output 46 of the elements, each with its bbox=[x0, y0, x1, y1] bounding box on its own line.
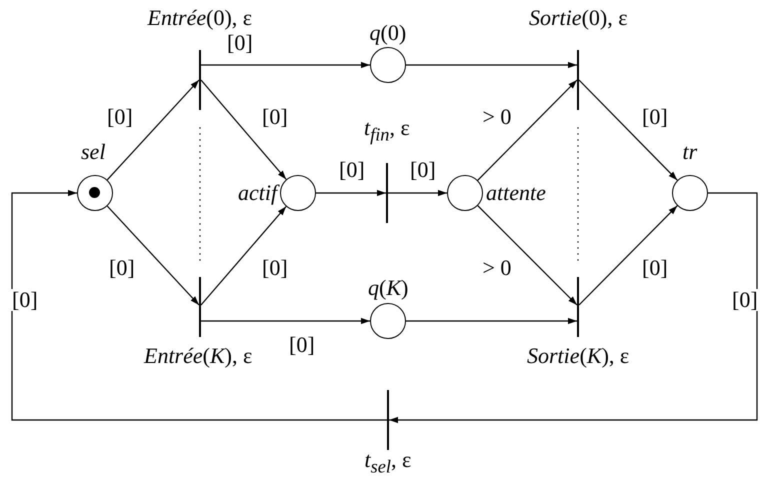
arc-arrow bbox=[200, 80, 287, 180]
arc-arrow bbox=[11, 190, 387, 421]
arc-weight-label: [0] bbox=[641, 106, 669, 128]
transition-label: Entrée(0), ε bbox=[148, 7, 252, 29]
place-label: attente bbox=[486, 182, 546, 204]
arc-weight-label: [0] bbox=[108, 257, 136, 279]
place-circle bbox=[672, 175, 708, 211]
arc-arrow bbox=[578, 80, 678, 181]
arc-weight-label: [0] bbox=[338, 159, 366, 181]
arc-weight-label: [0] bbox=[731, 289, 759, 311]
place-circle bbox=[280, 175, 316, 211]
arc-arrow bbox=[316, 190, 386, 196]
arc-arrow bbox=[106, 206, 200, 306]
place-circle bbox=[447, 175, 483, 211]
arc-weight-label: [0] bbox=[226, 32, 254, 54]
place-circle bbox=[370, 47, 406, 83]
arc-weight-label: [0] bbox=[641, 257, 669, 279]
arc-arrow bbox=[578, 205, 678, 306]
arc-arrow bbox=[406, 318, 577, 324]
transition-label: t$_{sel}$, ε bbox=[364, 448, 412, 476]
arc-arrow bbox=[200, 206, 287, 306]
place-circle bbox=[370, 303, 406, 339]
transition-label: Entrée(K), ε bbox=[144, 345, 252, 367]
arc-weight-label: [0] bbox=[261, 106, 289, 128]
transition-label: Sortie(0), ε bbox=[529, 7, 628, 29]
arc-weight-label: [0] bbox=[409, 159, 437, 181]
arc-weight-label: [0] bbox=[261, 257, 289, 279]
transition-label: t$_{fin}$, ε bbox=[364, 116, 410, 144]
arc-arrow bbox=[477, 80, 578, 181]
arc-weight-label: [0] bbox=[288, 334, 316, 356]
arc-arrow bbox=[201, 62, 370, 68]
place-label: sel bbox=[81, 141, 106, 163]
arc-weight-label: [0] bbox=[11, 289, 39, 311]
place-label: q(K) bbox=[368, 277, 408, 299]
arc-arrow bbox=[388, 190, 447, 196]
arc-arrow bbox=[106, 80, 200, 180]
arc-arrow bbox=[477, 205, 578, 306]
place-label: tr bbox=[682, 141, 698, 163]
place-circle-with-token bbox=[77, 175, 113, 211]
place-label: actif bbox=[238, 182, 278, 204]
arc-arrow bbox=[406, 62, 577, 68]
arc-weight-label: [0] bbox=[106, 106, 134, 128]
place-label: q(0) bbox=[370, 22, 406, 44]
arc-arrow bbox=[201, 318, 370, 324]
transition-label: Sortie(K), ε bbox=[527, 345, 630, 367]
arc-arrow bbox=[389, 192, 758, 424]
